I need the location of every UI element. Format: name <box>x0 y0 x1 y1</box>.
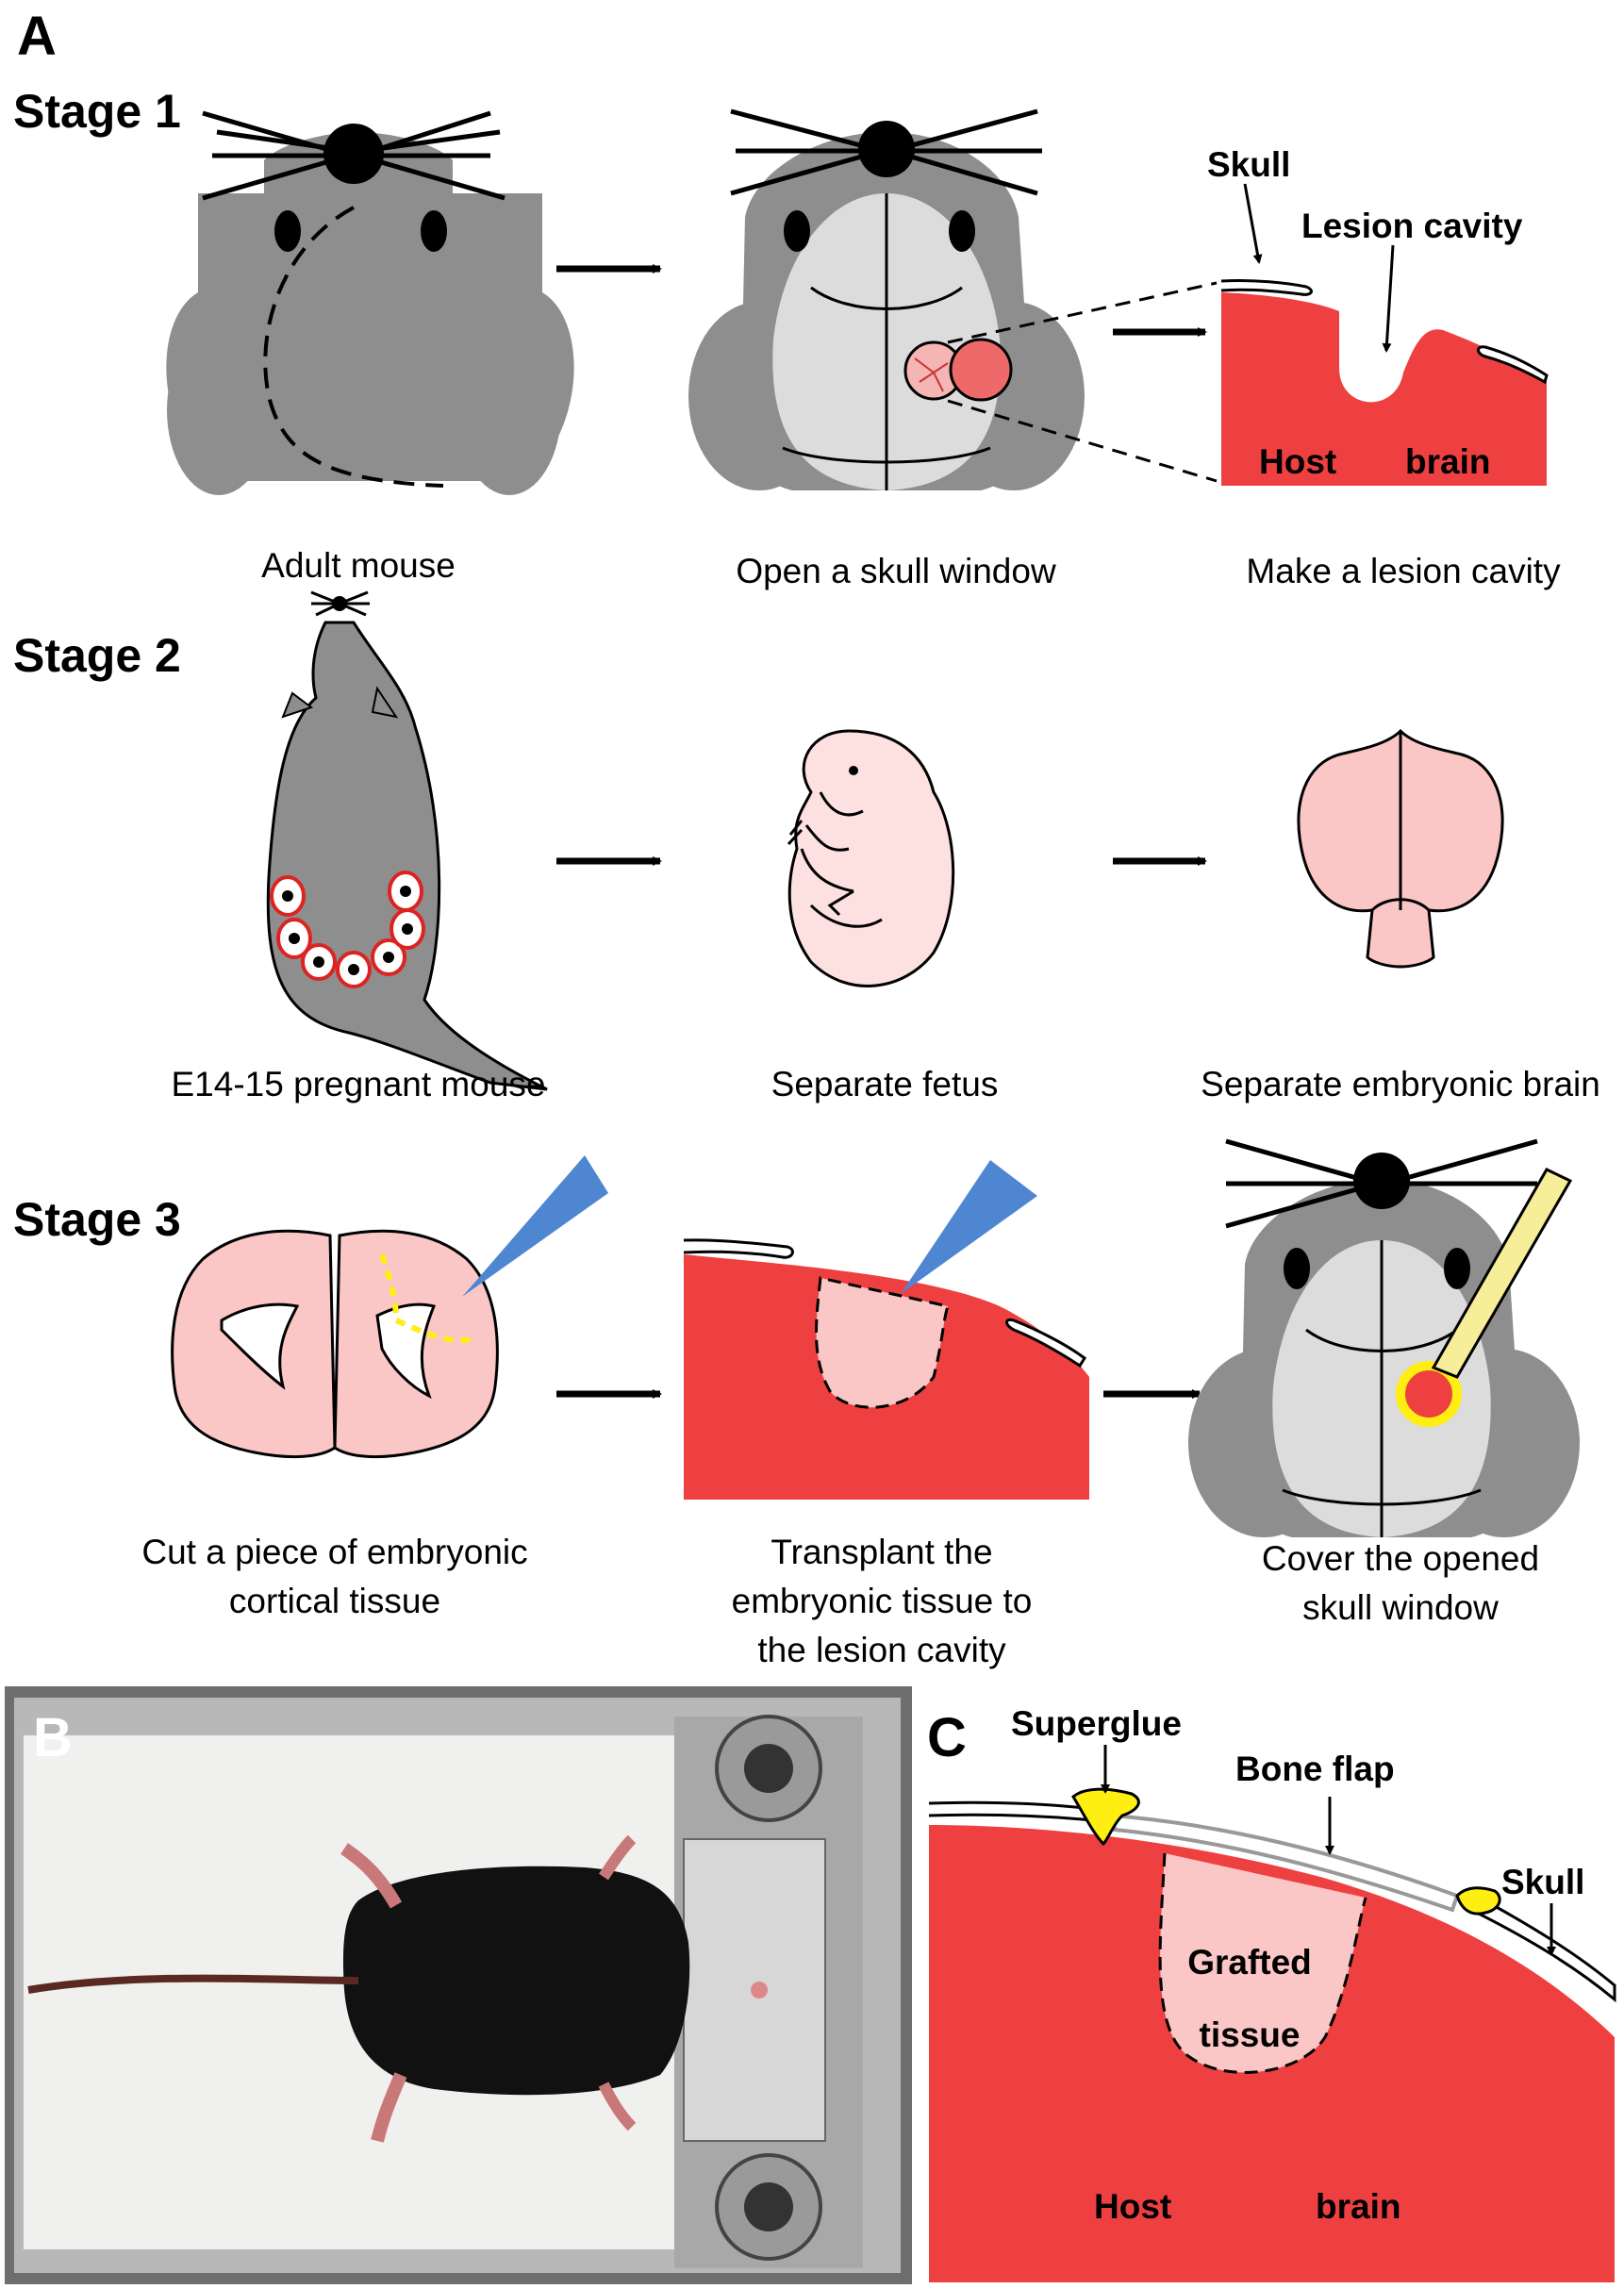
stage-3-label: Stage 3 <box>13 1193 181 1246</box>
stage2-caption-fetus: Separate fetus <box>771 1065 999 1103</box>
stage-1-label: Stage 1 <box>13 85 181 138</box>
panel-c-skull-label: Skull <box>1501 1863 1584 1901</box>
panel-label-a: A <box>17 6 57 67</box>
brain-section-illustration <box>171 1229 499 1459</box>
lesion-pointer <box>1382 244 1395 353</box>
transplant-illustration <box>683 1238 1089 1500</box>
zoom-lines <box>947 281 1218 483</box>
stereotaxic-photo <box>5 1686 912 2284</box>
stage3-caption-3-line1: Cover the opened <box>1262 1539 1539 1578</box>
transplant-pipette-icon <box>901 1160 1037 1294</box>
stage3-caption-1-line2: cortical tissue <box>229 1582 440 1620</box>
covered-mouse-illustration <box>1188 1138 1580 1537</box>
stage2-caption-pregnant-mouse: E14-15 pregnant mouse <box>172 1065 546 1103</box>
stage1-caption-skull-window: Open a skull window <box>736 552 1056 590</box>
panel-c-host-label: Host <box>1094 2187 1171 2226</box>
stage1-brain-label: brain <box>1405 442 1490 481</box>
stage1-caption-adult-mouse: Adult mouse <box>261 546 456 585</box>
superglue-label: Superglue <box>1011 1704 1182 1743</box>
fetus-illustration <box>787 729 955 987</box>
lesion-cavity-label: Lesion cavity <box>1301 207 1523 245</box>
stage2-caption-brain: Separate embryonic brain <box>1201 1065 1600 1103</box>
grafted-label-1: Grafted <box>1187 1943 1312 1982</box>
skull-window-mouse-illustration <box>688 108 1085 490</box>
pipette-icon <box>462 1155 608 1297</box>
pregnant-mouse-illustration <box>266 590 548 1091</box>
stage1-skull-label: Skull <box>1207 145 1290 184</box>
stage3-caption-1-line1: Cut a piece of embryonic <box>141 1533 527 1571</box>
bone-flap-label: Bone flap <box>1235 1750 1395 1788</box>
adult-mouse-illustration <box>166 110 574 495</box>
stage3-caption-2-line2: embryonic tissue to <box>732 1582 1033 1620</box>
panel-label-c: C <box>927 1707 967 1768</box>
lesion-cavity-illustration <box>1220 278 1549 486</box>
panel-c-brain-label: brain <box>1316 2187 1400 2226</box>
stage3-caption-2-line1: Transplant the <box>771 1533 992 1571</box>
cross-section-illustration <box>928 1787 1616 2282</box>
embryonic-brain-illustration <box>1297 728 1504 969</box>
panel-label-b: B <box>33 1707 73 1768</box>
stage3-caption-3-line2: skull window <box>1302 1588 1499 1627</box>
stage1-caption-lesion: Make a lesion cavity <box>1246 552 1561 590</box>
stage-2-label: Stage 2 <box>13 629 181 682</box>
stage3-caption-2-line3: the lesion cavity <box>757 1631 1006 1669</box>
skull-pointer <box>1243 183 1263 264</box>
grafted-label-2: tissue <box>1200 2015 1301 2054</box>
stage1-host-label: Host <box>1259 442 1336 481</box>
